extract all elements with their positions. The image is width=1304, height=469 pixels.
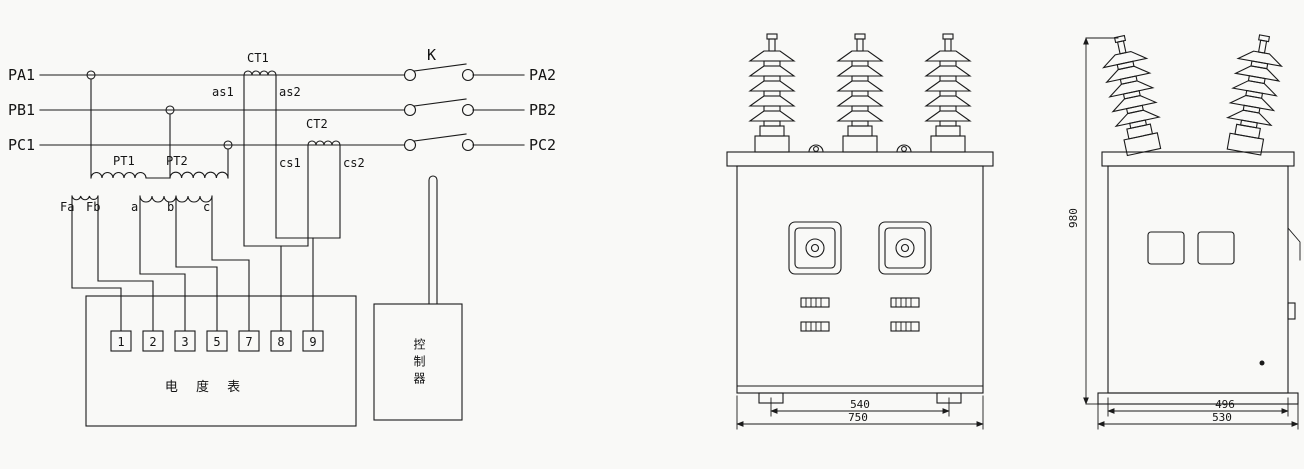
- bushing-insulator: [925, 33, 971, 153]
- ct2-tap2-label: cs2: [343, 156, 365, 170]
- transformer-front-view: 540 750: [726, 33, 994, 430]
- switch-k-label: K: [427, 46, 436, 64]
- bushing-insulator: [1097, 31, 1167, 158]
- dim-496: 496: [1215, 398, 1235, 411]
- meter-terminal-5: [206, 330, 228, 352]
- inspection-window: [1147, 231, 1185, 265]
- tank-body: [736, 165, 984, 394]
- ct1-label: CT1: [247, 51, 269, 65]
- pt1-label: PT1: [113, 154, 135, 168]
- pt-tap-fa-label: Fa: [60, 200, 74, 214]
- dim-750: 750: [848, 411, 868, 424]
- controller-outline: [373, 303, 463, 421]
- side-bracket: [1287, 227, 1301, 261]
- pt-tap-fb-label: Fb: [86, 200, 100, 214]
- meter-terminal-7: [238, 330, 260, 352]
- meter-terminal-3: [174, 330, 196, 352]
- transformer-side-view: 980 496 530: [1067, 31, 1301, 430]
- meter-terminal-9: [302, 330, 324, 352]
- pt2-label: PT2: [166, 154, 188, 168]
- dim-540: 540: [850, 398, 870, 411]
- controller-box: [373, 175, 463, 421]
- tank-lid: [1101, 151, 1295, 167]
- terminal-number: 9: [309, 335, 316, 349]
- controller-name-label: 控制器: [412, 338, 426, 389]
- terminal-number: 5: [213, 335, 220, 349]
- side-knob: [1287, 302, 1296, 320]
- ct1-symbol: CT1 as1 as2: [212, 51, 301, 99]
- dim-980: 980: [1067, 208, 1080, 228]
- phase-conductors: [39, 70, 525, 150]
- ct1-tap1-label: as1: [212, 85, 234, 99]
- controller-cable: [428, 175, 438, 305]
- terminal-cover-right: [878, 221, 932, 275]
- secondary-wiring: [71, 74, 341, 332]
- switch-k: K: [403, 46, 475, 152]
- pt-tap-c-label: c: [203, 200, 210, 214]
- meter-name-label: 电 度 表: [165, 379, 247, 395]
- terminal-number: 3: [181, 335, 188, 349]
- energy-meter-box: 1 2 3 5 7 8 9 电 度 表: [85, 295, 357, 427]
- meter-terminal-2: [142, 330, 164, 352]
- terminal-number: 8: [277, 335, 284, 349]
- ct2-label: CT2: [306, 117, 328, 131]
- bushing-insulator: [1221, 31, 1287, 157]
- ct2-tap1-label: cs1: [279, 156, 301, 170]
- phase-a-out-label: PA2: [529, 66, 556, 84]
- bushing-insulator: [749, 33, 795, 153]
- phase-c-out-label: PC2: [529, 136, 556, 154]
- pt-tap-a-label: a: [131, 200, 138, 214]
- base-channel: [1097, 392, 1299, 405]
- dim-530: 530: [1212, 411, 1232, 424]
- ct2-symbol: CT2 cs1 cs2: [279, 117, 365, 170]
- bushing-insulator: [837, 33, 883, 153]
- terminal-cover-left: [788, 221, 842, 275]
- lifting-lug: [896, 144, 912, 153]
- meter-terminal-1: [110, 330, 132, 352]
- pt-symbols: PT1 PT2 Fa Fb a b c: [60, 78, 229, 214]
- pt-tap-b-label: b: [167, 200, 174, 214]
- meter-outline: [85, 295, 357, 427]
- tank-body: [1107, 165, 1289, 394]
- tank-lid: [726, 151, 994, 167]
- terminal-strips: [800, 297, 920, 332]
- ct1-tap2-label: as2: [279, 85, 301, 99]
- meter-terminal-8: [270, 330, 292, 352]
- phase-a-in-label: PA1: [8, 66, 35, 84]
- phase-b-in-label: PB1: [8, 101, 35, 119]
- inspection-window: [1197, 231, 1235, 265]
- terminal-number: 2: [149, 335, 156, 349]
- phase-b-out-label: PB2: [529, 101, 556, 119]
- side-dimensions: 980 496 530: [1067, 37, 1299, 430]
- terminal-number: 1: [117, 335, 124, 349]
- lifting-lug: [808, 144, 824, 153]
- drain-plug: [1259, 360, 1265, 366]
- wiring-diagram: PA1 PB1 PC1 PA2 PB2 PC2 CT1 as1 as2: [8, 46, 556, 427]
- terminal-number: 7: [245, 335, 252, 349]
- front-dimensions: 540 750: [736, 395, 984, 430]
- phase-c-in-label: PC1: [8, 136, 35, 154]
